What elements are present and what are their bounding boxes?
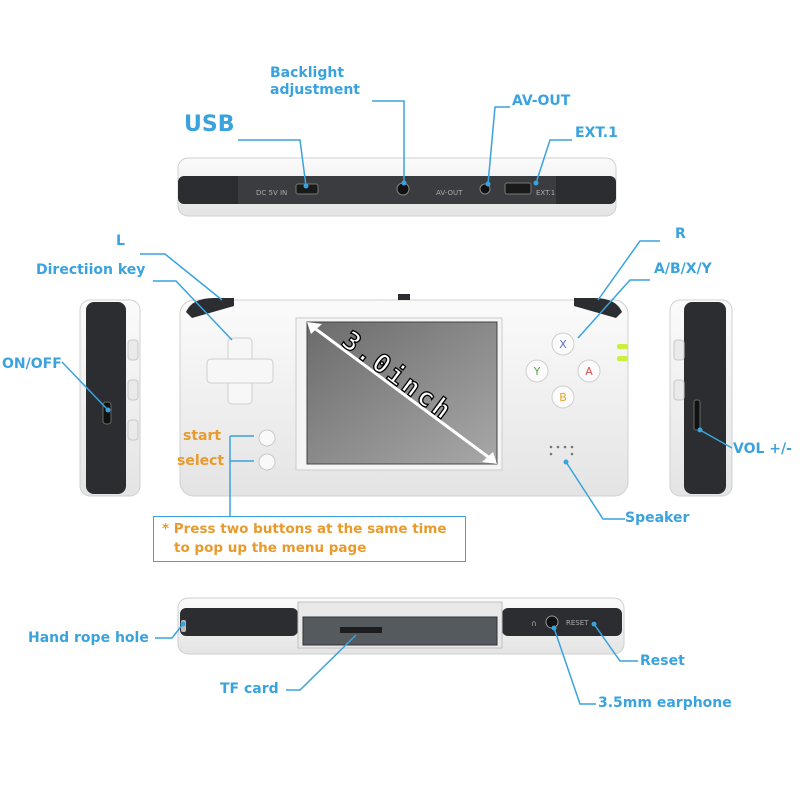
l-label: L bbox=[116, 233, 125, 249]
earphone-leader bbox=[553, 627, 596, 705]
tf-card-label: TF card bbox=[220, 681, 279, 697]
menu-note-box: * Press two buttons at the same time to … bbox=[153, 516, 466, 562]
usb-label: USB bbox=[184, 112, 235, 137]
backlight-leader bbox=[372, 100, 405, 183]
right-side-dark-band bbox=[684, 302, 726, 494]
a-button bbox=[577, 359, 601, 383]
backlight-label: Backlight adjustment bbox=[270, 65, 361, 98]
left-side-view bbox=[79, 299, 141, 497]
b-button bbox=[551, 385, 575, 409]
speaker-leader bbox=[565, 461, 625, 520]
ext-label: EXT.1 bbox=[575, 125, 618, 141]
av-out-jack bbox=[479, 183, 491, 195]
reset-print: RESET bbox=[566, 619, 589, 627]
menu-note-line1: * Press two buttons at the same time bbox=[162, 521, 447, 537]
vol-leader bbox=[699, 429, 733, 449]
l-leader bbox=[140, 253, 223, 301]
l-shoulder-button bbox=[186, 298, 234, 318]
r-label: R bbox=[675, 226, 686, 242]
diagonal-arrow-end bbox=[482, 452, 497, 464]
abxy-label: A/B/X/Y bbox=[654, 261, 712, 277]
y-letter: Y bbox=[533, 365, 541, 378]
tf-card bbox=[340, 627, 382, 633]
b-letter: B bbox=[559, 391, 567, 404]
face-buttons: X Y A B bbox=[525, 332, 601, 409]
reset-label: Reset bbox=[640, 653, 685, 669]
select-button bbox=[258, 453, 276, 471]
screen-diagonal-line bbox=[308, 322, 496, 464]
led-charge bbox=[617, 356, 628, 361]
earphone-label: 3.5mm earphone bbox=[598, 695, 732, 711]
earphone-symbol: ∩ bbox=[531, 619, 537, 628]
led-power bbox=[617, 344, 628, 349]
ext-leader bbox=[535, 139, 572, 184]
vol-label: VOL +/- bbox=[733, 441, 792, 457]
ext-print: EXT.1 bbox=[536, 189, 555, 197]
reset-leader bbox=[593, 623, 638, 662]
r-leader bbox=[597, 240, 660, 301]
speaker-grille bbox=[549, 445, 574, 456]
start-button bbox=[258, 429, 276, 447]
bottom-right-dark-band bbox=[502, 608, 622, 636]
direction-key-leader bbox=[153, 280, 233, 341]
direction-pad bbox=[206, 337, 274, 405]
bottom-edge-view: ∩ RESET bbox=[177, 597, 625, 655]
x-letter: X bbox=[559, 338, 567, 351]
right-side-view bbox=[669, 299, 733, 497]
a-letter: A bbox=[585, 365, 593, 378]
leader-lines bbox=[61, 100, 733, 705]
tf-card-leader bbox=[286, 634, 357, 691]
select-label: select bbox=[177, 453, 225, 469]
on-off-label: ON/OFF bbox=[2, 356, 62, 372]
direction-key-label: Directiion key bbox=[36, 262, 146, 278]
earphone-jack bbox=[545, 615, 559, 629]
x-button bbox=[551, 332, 575, 356]
left-side-dark-band bbox=[86, 302, 126, 494]
y-button bbox=[525, 359, 549, 383]
hand-rope-leader bbox=[155, 623, 184, 639]
ext-port bbox=[504, 182, 532, 195]
usb-leader bbox=[238, 139, 307, 187]
on-off-leader bbox=[61, 361, 109, 411]
top-notch bbox=[398, 294, 410, 300]
abxy-leader bbox=[577, 279, 650, 339]
av-out-print: AV-OUT bbox=[436, 189, 463, 197]
menu-note-line2: to pop up the menu page bbox=[174, 540, 367, 556]
tf-card-slot bbox=[302, 616, 498, 646]
hand-rope-hole-label: Hand rope hole bbox=[28, 630, 149, 646]
av-out-label: AV-OUT bbox=[512, 93, 571, 109]
front-view: 3.0inch X Y A B bbox=[179, 294, 629, 497]
av-out-leader bbox=[487, 106, 510, 185]
speaker-label: Speaker bbox=[625, 510, 690, 526]
leader-dots bbox=[105, 180, 703, 631]
start-label: start bbox=[183, 428, 222, 444]
dc-in-print: DC 5V IN bbox=[256, 189, 287, 197]
bottom-left-dark-band bbox=[180, 608, 298, 636]
top-edge-view: DC 5V IN AV-OUT EXT.1 bbox=[177, 157, 617, 217]
volume-wheel bbox=[693, 399, 701, 431]
diagonal-arrow-start bbox=[307, 322, 322, 334]
